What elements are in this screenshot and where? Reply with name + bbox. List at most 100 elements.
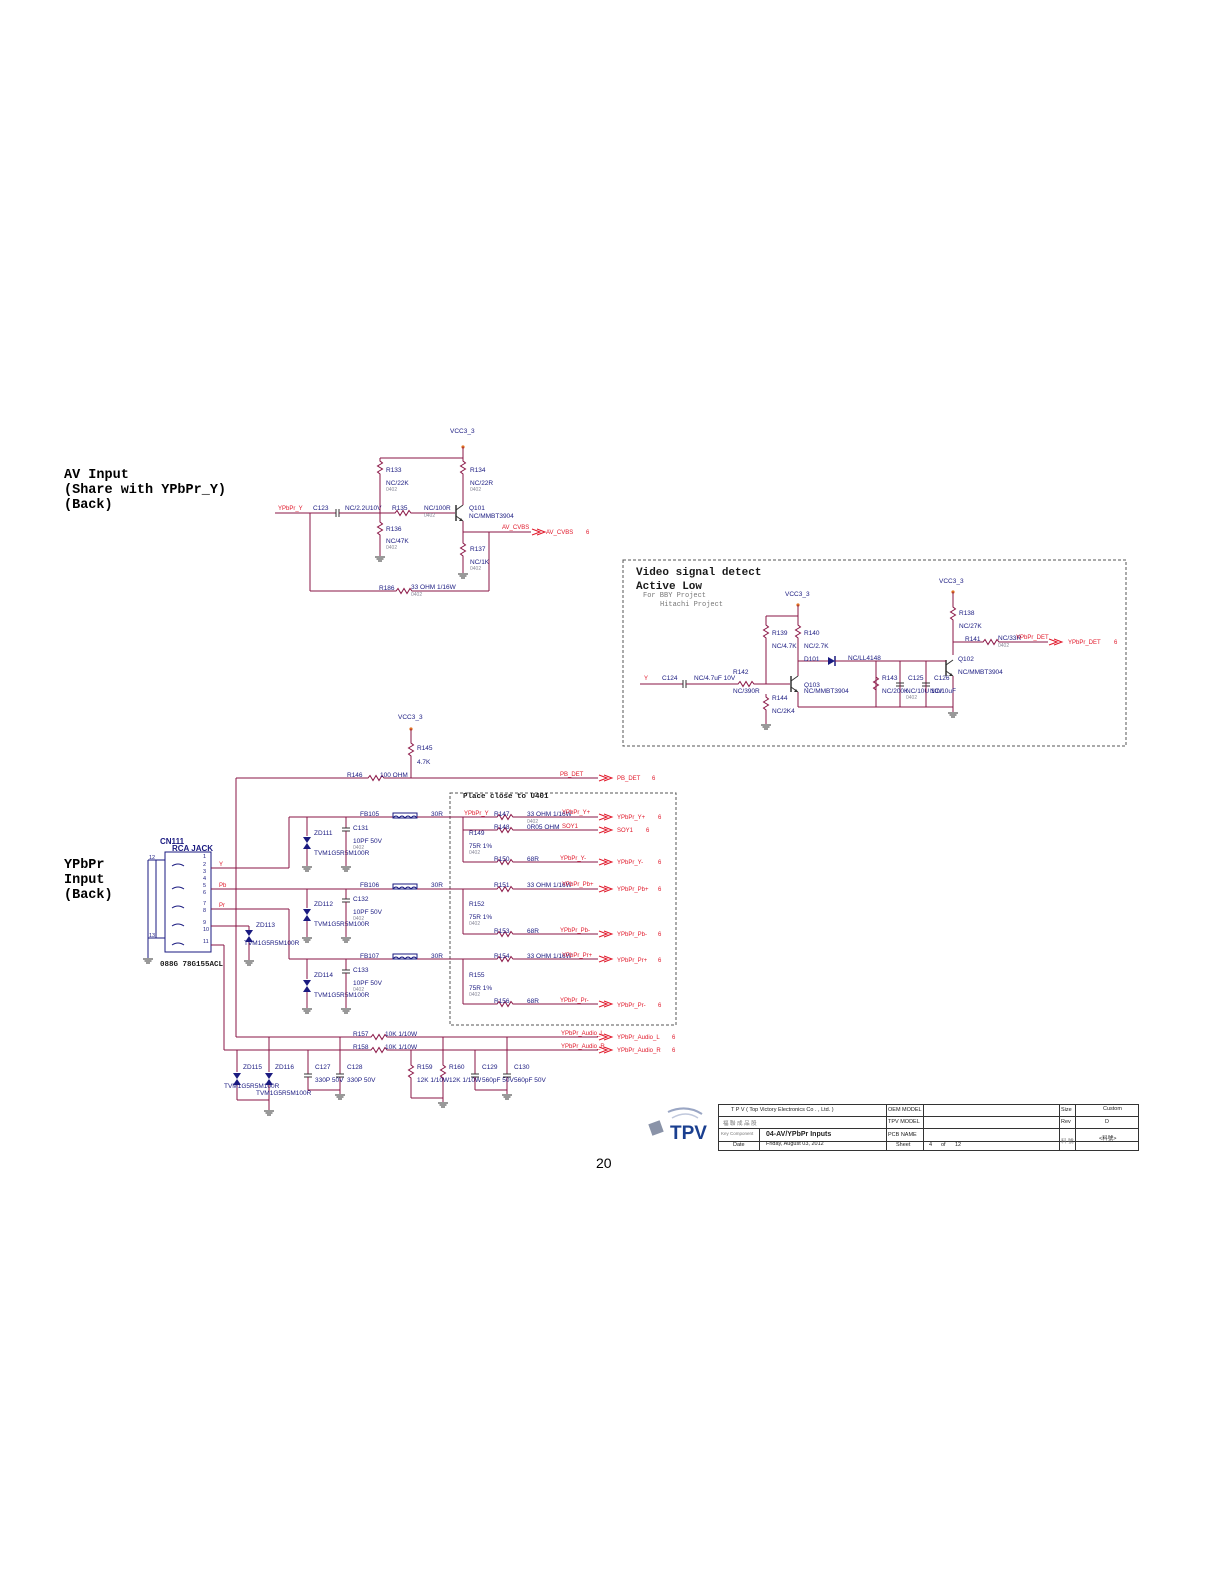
title-block: T P V ( Top Victory Electronics Co . , L… xyxy=(718,1104,1139,1151)
r155-pkg: 0402 xyxy=(469,992,480,998)
fb107-ref: FB107 xyxy=(360,953,380,960)
r156-ref: R156 xyxy=(494,998,510,1005)
r149-pkg: 0402 xyxy=(469,850,480,856)
tpv-model-label: TPV MODEL xyxy=(888,1119,920,1125)
r133-pkg: 0402 xyxy=(386,487,397,493)
q103-value: NC/MMBT3904 xyxy=(804,688,849,695)
fb105-ref: FB105 xyxy=(360,811,380,818)
r145-ref: R145 xyxy=(417,745,433,752)
r142-resistor xyxy=(734,681,758,687)
av-cvbs-port xyxy=(531,528,546,536)
cn111-part-number: 088G 78G155ACL xyxy=(160,961,224,969)
cn111-pin-12: 12 xyxy=(149,855,155,861)
cn111-ref: CN111 xyxy=(160,837,185,846)
zd116-ref: ZD116 xyxy=(275,1064,294,1071)
company-name: T P V ( Top Victory Electronics Co . , L… xyxy=(731,1107,834,1113)
zd116-value: TVM1G5R5M100R xyxy=(256,1090,312,1097)
pin-net-pb: Pb xyxy=(219,883,227,889)
r143-value: NC/200K xyxy=(882,688,909,695)
zd111-ref: ZD111 xyxy=(314,830,333,837)
pin-net-pr: Pr xyxy=(219,903,225,909)
av-vcc-label: VCC3_3 xyxy=(450,428,475,435)
r157-ref: R157 xyxy=(353,1031,369,1038)
key-component-label: Key Component xyxy=(721,1131,754,1136)
r146-value: 100 OHM xyxy=(380,772,408,779)
r157-value: 10K 1/10W xyxy=(385,1031,418,1038)
r145-value: 4.7K xyxy=(417,759,431,766)
r140-ref: R140 xyxy=(804,630,820,637)
r148-ref: R148 xyxy=(494,824,510,831)
ypbpr-pb-plus-port xyxy=(598,885,613,893)
r150-ref: R150 xyxy=(494,856,510,863)
sheet-label: Sheet xyxy=(896,1142,911,1148)
rev-label: Rev xyxy=(1061,1119,1071,1125)
c133-value: 10PF 50V xyxy=(353,980,383,987)
date-value: Friday, August 03, 2012 xyxy=(766,1141,824,1147)
c126-value: NC/10uF xyxy=(930,688,956,695)
r142-ref: R142 xyxy=(733,669,749,676)
video-detect-section: Video signal detect Active Low For BBY P… xyxy=(622,559,1127,747)
ypbpr-y-net: YPbPr_Y xyxy=(464,811,489,817)
ypbpr-det-port xyxy=(1048,638,1063,646)
cn111-pin-11: 11 xyxy=(203,939,209,945)
pb-det-port xyxy=(598,774,613,782)
c127-ref: C127 xyxy=(315,1064,331,1071)
r155-ref: R155 xyxy=(469,972,485,979)
r133-ref: R133 xyxy=(386,467,402,474)
soy1-page: 6 xyxy=(646,828,650,834)
zd115-value: TVM1G5R5M100R xyxy=(224,1083,280,1090)
r158-ref: R158 xyxy=(353,1044,369,1051)
ypbpr-pb-minus-port xyxy=(598,930,613,938)
cn111-pin-5: 5 xyxy=(203,883,206,889)
r134-pkg: 0402 xyxy=(470,487,481,493)
sheet-title: 04-AV/YPbPr Inputs xyxy=(766,1131,832,1138)
ypbpr-pb-plus-net: YPbPr_Pb+ xyxy=(562,882,594,888)
detect-subtitle: Active Low xyxy=(636,581,702,593)
ypbpr-pr-plus-port-label: YPbPr_Pr+ xyxy=(617,958,648,964)
r136-ref: R136 xyxy=(386,526,402,533)
soy1-port xyxy=(598,826,613,834)
av-in-net-label: YPbPr_Y xyxy=(278,506,303,512)
c124-value: NC/4.7uF 10V xyxy=(694,675,736,682)
r136-value: NC/47K xyxy=(386,538,409,545)
ypbpr-det-page: 6 xyxy=(1114,640,1118,646)
soy1-net: SOY1 xyxy=(562,824,579,830)
r137-ref: R137 xyxy=(470,546,486,553)
place-close-frame xyxy=(449,792,677,1026)
size-value: Custom xyxy=(1103,1106,1122,1112)
c129-ref: C129 xyxy=(482,1064,498,1071)
c131-ref: C131 xyxy=(353,825,369,832)
r154-ref: R154 xyxy=(494,953,510,960)
r135-ref: R135 xyxy=(392,505,408,512)
pin-net-y: Y xyxy=(219,862,223,868)
c132-capacitor xyxy=(341,895,351,906)
audio-l-net: YPbPr_Audio_L xyxy=(561,1031,604,1037)
detect-vcc-a: VCC3_3 xyxy=(785,591,810,598)
ypbpr-y-minus-net: YPbPr_Y- xyxy=(560,856,586,862)
r139-resistor xyxy=(763,621,769,642)
r147-pkg: 0402 xyxy=(527,819,538,825)
ypbpr-y-plus-net: YPbPr_Y+ xyxy=(562,810,591,816)
r133-resistor xyxy=(377,457,383,478)
av-input-section: VCC3_3 R133 NC/22K 0402 R134 NC/22R 0402… xyxy=(275,428,590,598)
date-label: Date xyxy=(733,1142,745,1148)
c129-value: 560pF 50V xyxy=(482,1077,514,1084)
c126-ref: C126 xyxy=(934,675,950,682)
r186-pkg: 0402 xyxy=(411,592,422,598)
c126-pkg: 0402 xyxy=(906,695,917,701)
ypbpr-pr-minus-port xyxy=(598,1000,613,1008)
q101-value: NC/MMBT3904 xyxy=(469,513,514,520)
ypbpr-pr-plus-net: YPbPr_Pr+ xyxy=(562,953,593,959)
ypbpr-y-minus-page: 6 xyxy=(658,860,662,866)
zd111-tvs xyxy=(303,837,311,849)
r143-ref: R143 xyxy=(882,675,898,682)
r140-value: NC/2.7K xyxy=(804,643,829,650)
r159-ref: R159 xyxy=(417,1064,433,1071)
r147-ref: R147 xyxy=(494,811,510,818)
r138-ref: R138 xyxy=(959,610,975,617)
audio-r-net: YPbPr_Audio_R xyxy=(561,1044,605,1050)
r158-value: 10K 1/10W xyxy=(385,1044,418,1051)
r152-value: 75R 1% xyxy=(469,914,492,921)
r134-resistor xyxy=(460,457,466,478)
c133-capacitor xyxy=(341,966,351,977)
